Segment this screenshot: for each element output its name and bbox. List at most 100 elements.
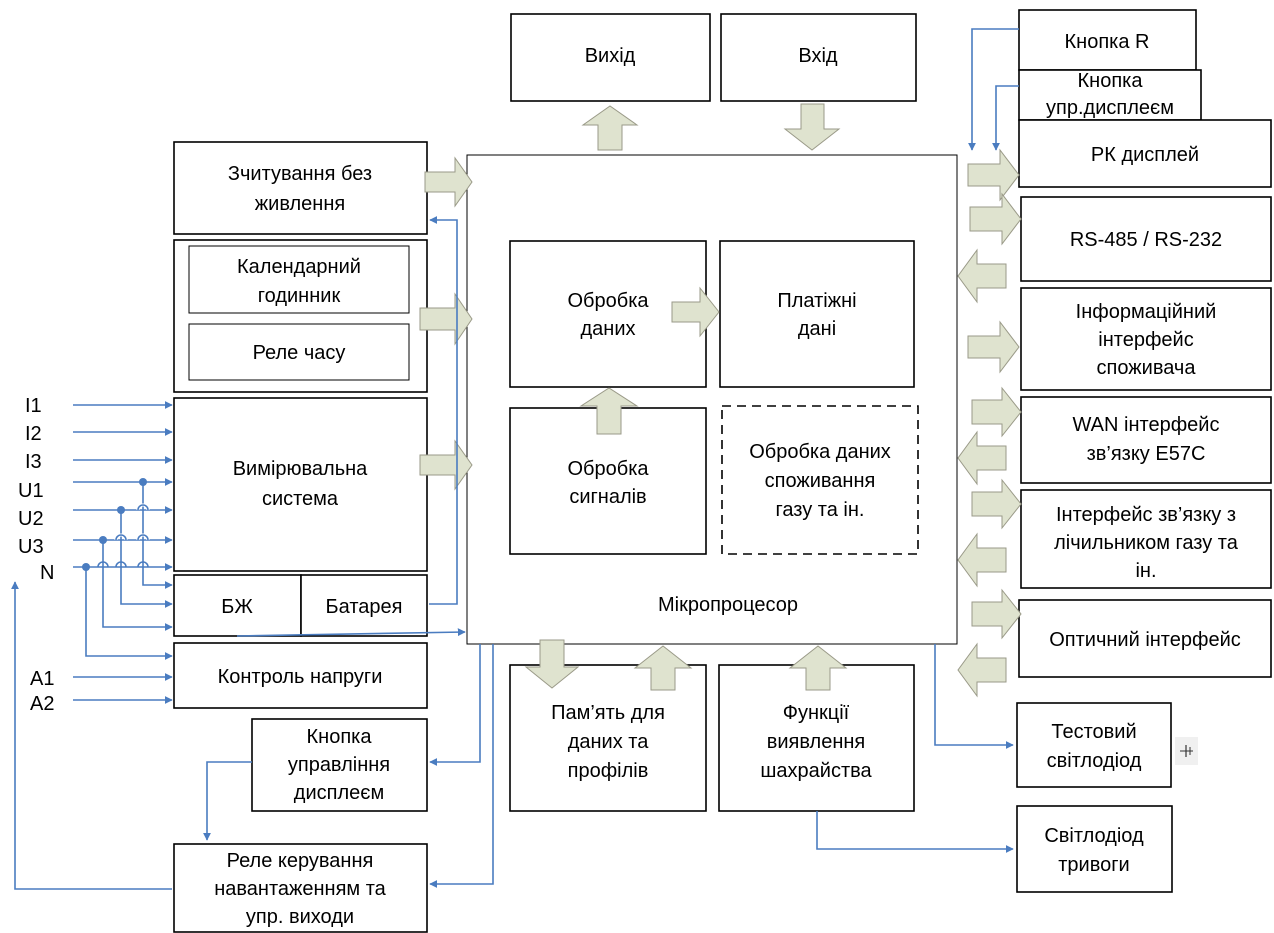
fat-arrow-wan-to-mcu bbox=[957, 430, 1007, 486]
display-button-block: Кнопка управління дисплеєм bbox=[251, 718, 428, 812]
gas-consumption-label-1: Обробка даних bbox=[749, 441, 891, 463]
input-label-i2: I2 bbox=[25, 423, 42, 445]
wan-interface-label-1: WAN інтерфейс bbox=[1073, 414, 1220, 436]
input-label-a2: A2 bbox=[30, 693, 54, 715]
lcd-display-block: РК дисплей bbox=[1018, 119, 1272, 188]
fat-arrow-optical-to-mcu bbox=[957, 642, 1007, 698]
gas-consumption-label-3: газу та ін. bbox=[776, 499, 865, 521]
signal-processing-label-1: Обробка bbox=[567, 458, 649, 480]
fat-arrow-gas-to-mcu bbox=[957, 532, 1007, 588]
test-led-label-2: світлодіод bbox=[1047, 750, 1142, 772]
calendar-clock-label-1: Календарний bbox=[237, 256, 361, 278]
alarm-led-label-2: тривоги bbox=[1058, 854, 1129, 876]
memory-label-2: даних та bbox=[568, 731, 650, 753]
rs485-block: RS-485 / RS-232 bbox=[1020, 196, 1272, 282]
alarm-led-block: Світлодіод тривоги bbox=[1016, 805, 1173, 893]
input-label-u2: U2 bbox=[18, 508, 44, 530]
fat-arrow-mcu-to-wan bbox=[971, 386, 1022, 438]
gas-meter-interface-label-2: лічильником газу та bbox=[1054, 532, 1239, 554]
input-wiring bbox=[11, 401, 173, 890]
consumer-info-label-3: споживача bbox=[1097, 357, 1197, 379]
led-symbol-icon bbox=[1175, 737, 1198, 765]
measurement-system-block: Вимірювальна система bbox=[173, 397, 428, 572]
display-button-label-2: управління bbox=[288, 754, 390, 776]
power-supply-label: БЖ bbox=[221, 596, 253, 618]
payment-data-label-1: Платіжні bbox=[777, 290, 856, 312]
memory-label-1: Пам’ять для bbox=[551, 702, 665, 724]
fat-arrow-down-memory bbox=[524, 639, 580, 689]
wan-interface-block: WAN інтерфейс зв’язку Е57С bbox=[1020, 396, 1272, 484]
load-relay-block: Реле керування навантаженням та упр. вих… bbox=[173, 843, 428, 933]
payment-data-block: Платіжні дані bbox=[719, 240, 915, 388]
fraud-to-alarm-led-wire bbox=[816, 811, 1014, 853]
clock-group-block: Календарний годинник Реле часу bbox=[173, 239, 428, 393]
display-control-button-block: Кнопка упр.дисплеєм bbox=[1018, 69, 1202, 121]
load-relay-label-3: упр. виходи bbox=[246, 906, 354, 928]
microprocessor-label: Мікропроцесор bbox=[658, 594, 798, 616]
button-r-wire bbox=[968, 28, 1019, 151]
payment-data-label-2: дані bbox=[798, 318, 836, 340]
fat-arrow-mcu-to-gas bbox=[971, 478, 1022, 530]
load-relay-label-1: Реле керування bbox=[227, 850, 374, 872]
fat-arrow-mcu-to-optical bbox=[971, 588, 1022, 640]
measurement-system-label-2: система bbox=[262, 488, 339, 510]
consumer-info-interface-block: Інформаційний інтерфейс споживача bbox=[1020, 287, 1272, 391]
fat-arrow-mcu-to-lcd bbox=[967, 148, 1020, 202]
fat-arrow-data-to-payment bbox=[671, 286, 720, 338]
microprocessor-block: Мікропроцесор bbox=[466, 154, 958, 645]
mcu-to-relay-wire bbox=[429, 644, 494, 888]
memory-label-3: профілів bbox=[568, 760, 649, 782]
battery-block: Батарея bbox=[300, 574, 428, 637]
fat-arrow-mcu-to-rs485 bbox=[969, 192, 1022, 246]
display-control-wire bbox=[992, 85, 1019, 151]
read-without-power-label-2: живлення bbox=[255, 193, 345, 215]
display-button-label-1: Кнопка bbox=[307, 726, 373, 748]
button-r-label: Кнопка R bbox=[1065, 31, 1150, 53]
input-label-u1: U1 bbox=[18, 480, 44, 502]
read-without-power-block: Зчитування без живлення bbox=[173, 141, 428, 235]
memory-block: Пам’ять для даних та профілів bbox=[509, 664, 707, 812]
psu-to-mcu-wire bbox=[236, 628, 466, 637]
fat-arrow-mcu-to-info bbox=[967, 320, 1020, 374]
input-label: Вхід bbox=[798, 45, 838, 67]
fraud-detection-label-1: Функції bbox=[783, 702, 850, 724]
input-label-u3: U3 bbox=[18, 536, 44, 558]
alarm-led-label-1: Світлодіод bbox=[1044, 825, 1144, 847]
fraud-detection-label-2: виявлення bbox=[767, 731, 866, 753]
optical-interface-block: Оптичний інтерфейс bbox=[1018, 599, 1272, 678]
fat-arrow-read-to-mcu bbox=[424, 156, 473, 208]
output-block: Вихід bbox=[510, 13, 711, 102]
fat-arrow-signal-to-data bbox=[579, 387, 639, 435]
voltage-control-block: Контроль напруги bbox=[173, 642, 428, 709]
battery-to-reader-wire bbox=[429, 216, 458, 605]
mcu-to-display-button-wire bbox=[429, 644, 481, 766]
fat-arrow-up-memory bbox=[633, 645, 693, 691]
signal-processing-label-2: сигналів bbox=[569, 486, 646, 508]
test-led-block: Тестовий світлодіод bbox=[1016, 702, 1172, 788]
mcu-to-test-led-wire bbox=[934, 644, 1014, 749]
wan-interface-label-2: зв’язку Е57С bbox=[1087, 443, 1206, 465]
time-relay-label: Реле часу bbox=[253, 342, 346, 364]
gas-meter-interface-label-1: Інтерфейс зв’язку з bbox=[1056, 504, 1236, 526]
fat-arrow-up-fraud bbox=[788, 645, 848, 691]
test-led-label-1: Тестовий bbox=[1051, 721, 1136, 743]
consumer-info-label-1: Інформаційний bbox=[1076, 301, 1217, 323]
read-without-power-label-1: Зчитування без bbox=[228, 163, 372, 185]
input-label-i3: I3 bbox=[25, 451, 42, 473]
display-button-label-3: дисплеєм bbox=[294, 782, 384, 804]
input-label-n: N bbox=[40, 562, 54, 584]
measurement-system-label-1: Вимірювальна bbox=[233, 458, 368, 480]
gas-consumption-block: Обробка даних споживання газу та ін. bbox=[721, 405, 919, 555]
input-block: Вхід bbox=[720, 13, 917, 102]
optical-interface-label: Оптичний інтерфейс bbox=[1049, 629, 1241, 651]
fraud-detection-label-3: шахрайства bbox=[760, 760, 872, 782]
data-processing-label-1: Обробка bbox=[567, 290, 649, 312]
display-control-button-label-1: Кнопка bbox=[1078, 70, 1144, 92]
battery-label: Батарея bbox=[326, 596, 403, 618]
input-label-a1: A1 bbox=[30, 668, 54, 690]
time-relay-block bbox=[188, 323, 410, 381]
calendar-clock-block bbox=[188, 245, 410, 314]
display-control-button-label-2: упр.дисплеєм bbox=[1046, 97, 1174, 119]
voltage-control-label: Контроль напруги bbox=[218, 666, 383, 688]
